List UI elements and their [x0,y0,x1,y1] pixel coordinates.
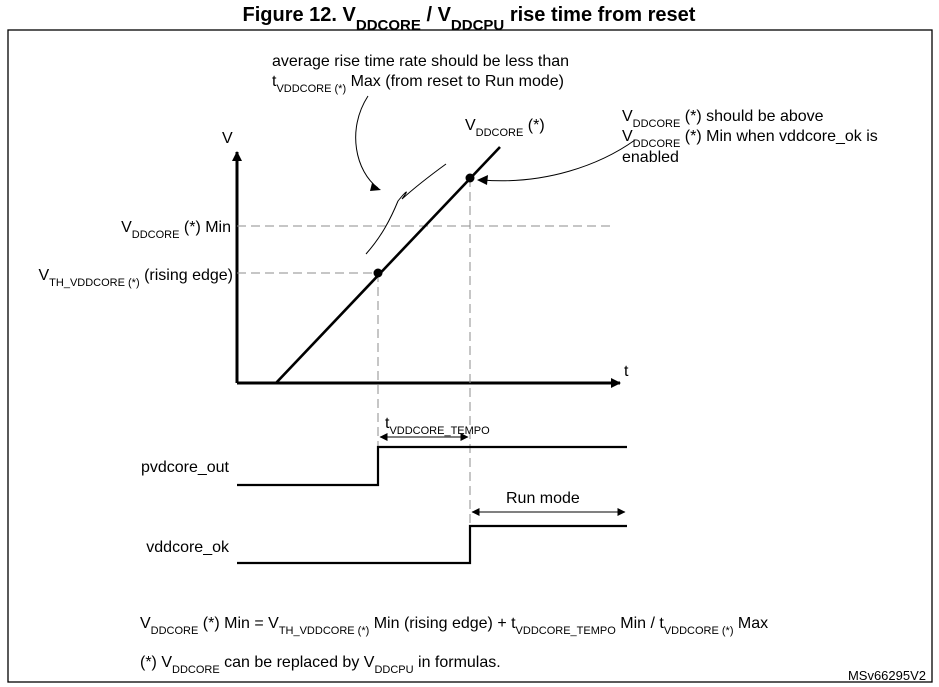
t-axis-label: t [624,363,629,380]
pvdcore-out-waveform [237,445,627,487]
footnote-text: (*) VDDCORE can be replaced by VDDCPU in… [140,654,501,676]
vth-level-label: VTH_VDDCORE (*) (rising edge) [39,267,234,289]
v-axis-label: V [222,130,233,147]
above-min-leader [481,139,636,182]
above-min-text-line1: VDDCORE (*) should be above [622,108,824,130]
figure-title: Figure 12. VDDCORE / VDDCPU rise time fr… [243,4,696,34]
rise-rate-leader [355,95,379,189]
pvdcore-out-label: pvdcore_out [141,459,230,476]
above-min-text-line2: VDDCORE (*) Min when vddcore_ok is [622,128,878,150]
vddcore-ramp-line [275,146,501,384]
above-min-leader-arrowhead [477,175,488,185]
figure-reference-id: MSv66295V2 [848,668,926,683]
rise-rate-brace [365,163,447,255]
curve-label: VDDCORE (*) [465,117,545,139]
formula-text: VDDCORE (*) Min = VTH_VDDCORE (*) Min (r… [140,615,768,637]
run-mode-label: Run mode [506,490,580,507]
rise-rate-leader-arrowhead [370,183,381,191]
figure-frame [7,29,933,683]
above-min-text-line3: enabled [622,149,679,166]
tempo-label: tVDDCORE_TEMPO [385,415,490,437]
rise-rate-text-line1: average rise time rate should be less th… [272,53,569,70]
vddcore-ok-point [465,173,475,183]
threshold-point [373,268,383,278]
rise-rate-text-line2: tVDDCORE (*) Max (from reset to Run mode… [272,73,564,95]
vddcore-ok-waveform [237,524,627,565]
vmin-level-label: VDDCORE (*) Min [121,219,231,241]
vddcore-ok-label: vddcore_ok [146,539,230,556]
